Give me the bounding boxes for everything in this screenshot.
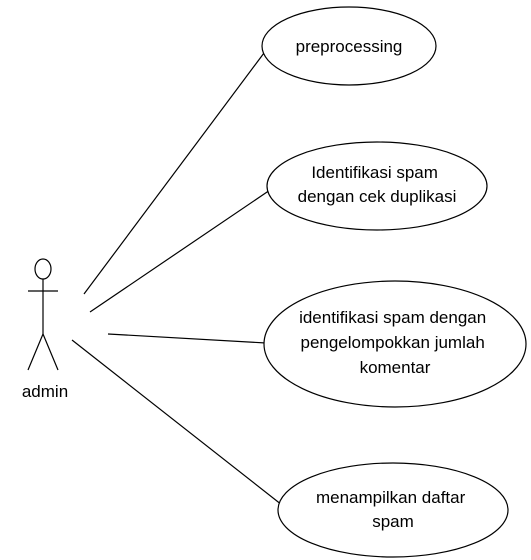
use-case-label: preprocessing (296, 37, 403, 56)
use-case-label-line: pengelompokkan jumlah (300, 333, 484, 352)
use-case-ellipse (266, 141, 488, 231)
use-case-label: Identifikasi spam dengan cek duplikasi (298, 163, 457, 206)
actor-left-leg (27, 333, 44, 371)
actor-admin (27, 258, 59, 371)
use-case-label-line: menampilkan daftar (316, 488, 466, 507)
actor-label: admin (22, 382, 68, 401)
association-identifikasi-pengelompokkan (107, 333, 267, 344)
use-case-label-line: spam (372, 512, 414, 531)
use-case-menampilkan-daftar: menampilkan daftar spam (277, 462, 509, 558)
use-case-label: menampilkan daftar spam (316, 488, 470, 531)
association-preprocessing (83, 52, 265, 295)
use-case-ellipse (261, 6, 437, 86)
use-case-identifikasi-pengelompokkan: identifikasi spam dengan pengelompokkan … (263, 280, 527, 408)
associations (71, 52, 283, 506)
association-menampilkan-daftar (71, 339, 283, 506)
use-case-ellipse (277, 462, 509, 558)
association-identifikasi-duplikasi (89, 189, 271, 313)
use-case-label-line: komentar (360, 358, 431, 377)
use-case-label-line: dengan cek duplikasi (298, 187, 457, 206)
use-case-label-line: identifikasi spam dengan (299, 308, 486, 327)
use-case-label-line: preprocessing (296, 37, 403, 56)
actor-right-leg (42, 333, 59, 371)
actor-head (34, 258, 52, 280)
use-case-label: identifikasi spam dengan pengelompokkan … (299, 308, 491, 377)
use-case-identifikasi-duplikasi: Identifikasi spam dengan cek duplikasi (266, 141, 488, 231)
use-case-label-line: Identifikasi spam (311, 163, 438, 182)
use-case-ellipse (263, 280, 527, 408)
use-case-preprocessing: preprocessing (261, 6, 437, 86)
